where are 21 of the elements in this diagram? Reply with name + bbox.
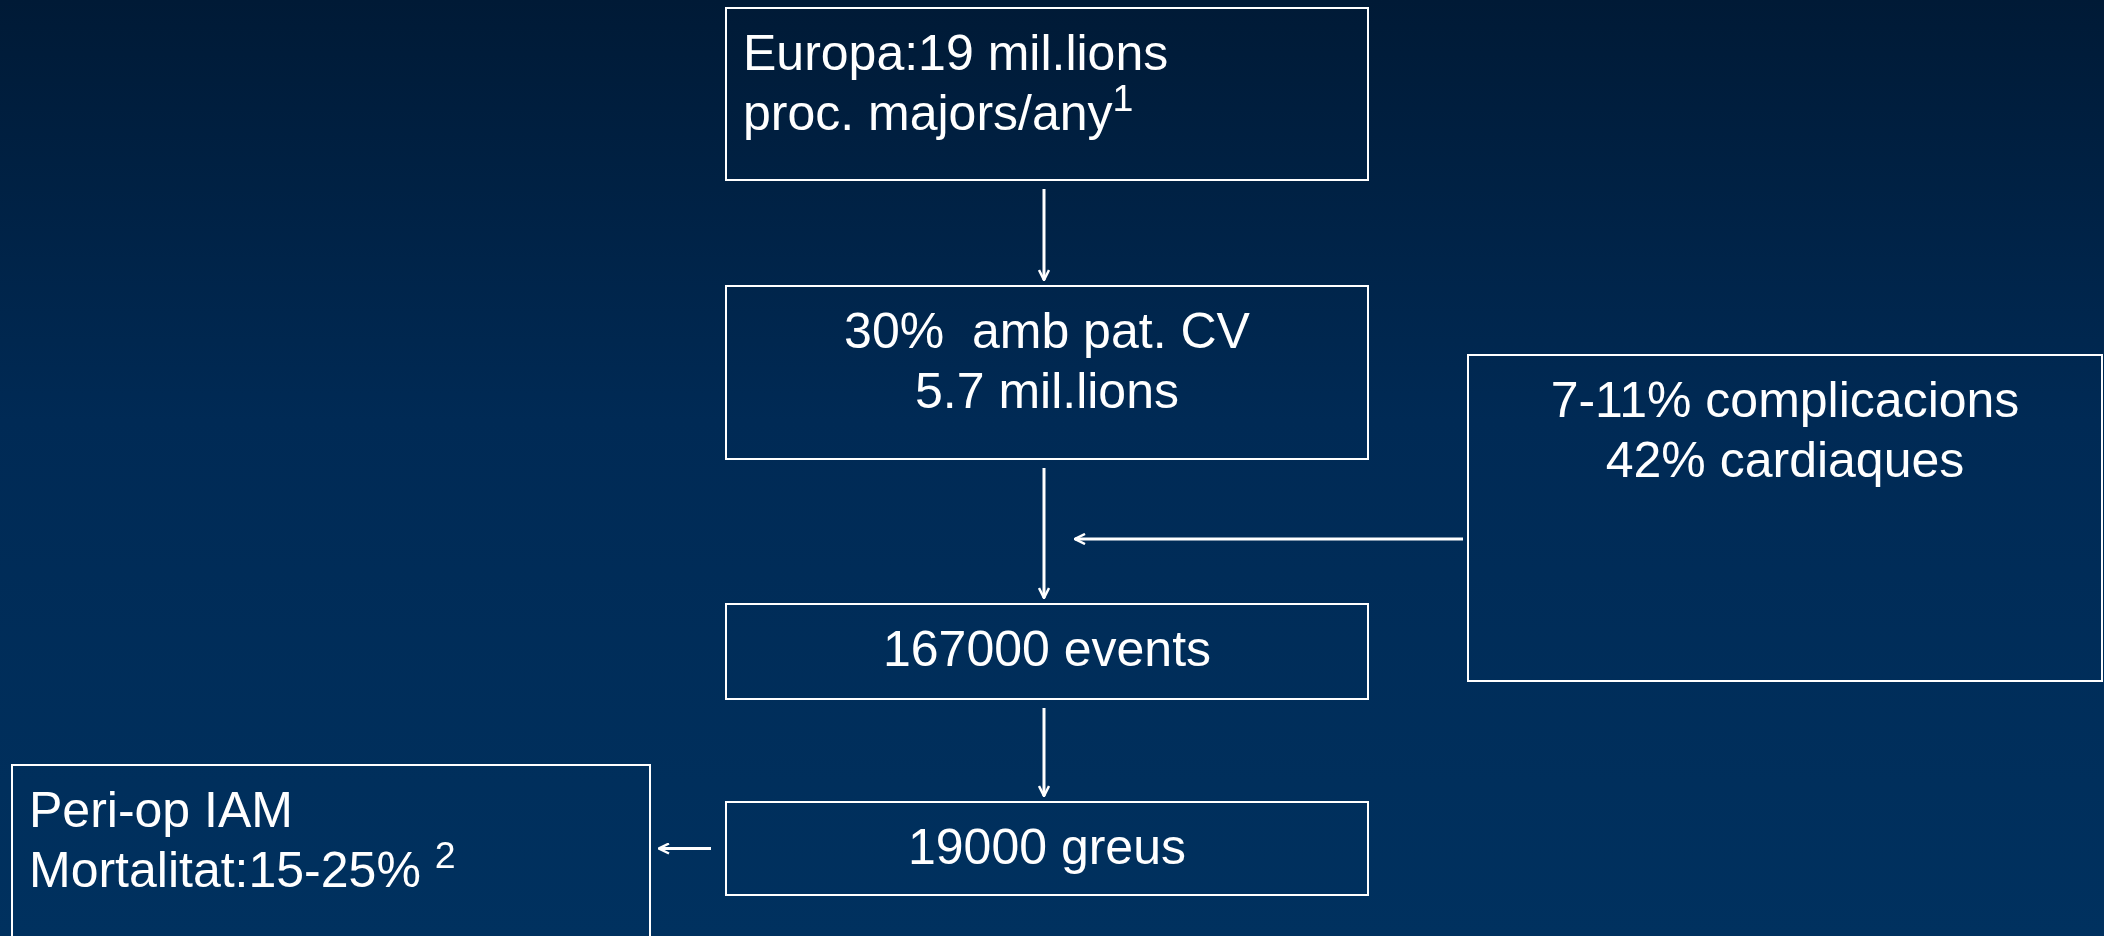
box-text: Mortalitat:15-25% $^{2}$ <box>29 840 456 900</box>
process-box <box>725 603 1369 700</box>
box-text: 42% cardiaques <box>1605 431 1965 490</box>
box-text: 30% amb pat. CV <box>844 302 1250 361</box>
process-box <box>11 764 651 936</box>
arrow <box>1073 532 1463 546</box>
box-text: Europa:19 mil.lions <box>743 24 1169 83</box>
process-box <box>1467 354 2103 682</box>
box-text: 19000 greus <box>908 818 1186 877</box>
arrow <box>1037 189 1051 282</box>
process-box <box>725 285 1369 460</box>
arrow <box>1037 468 1051 600</box>
box-text: 167000 events <box>882 620 1212 679</box>
box-text: 5.7 mil.lions <box>915 362 1179 421</box>
arrow <box>1037 708 1051 798</box>
box-text: 7-11% complicacions <box>1550 371 2020 430</box>
process-box <box>725 7 1369 181</box>
arrow <box>657 842 711 855</box>
box-text: Peri-op IAM <box>29 781 293 840</box>
process-box <box>725 801 1369 896</box>
box-text: proc. majors/any$^{1}$ <box>743 83 1134 143</box>
